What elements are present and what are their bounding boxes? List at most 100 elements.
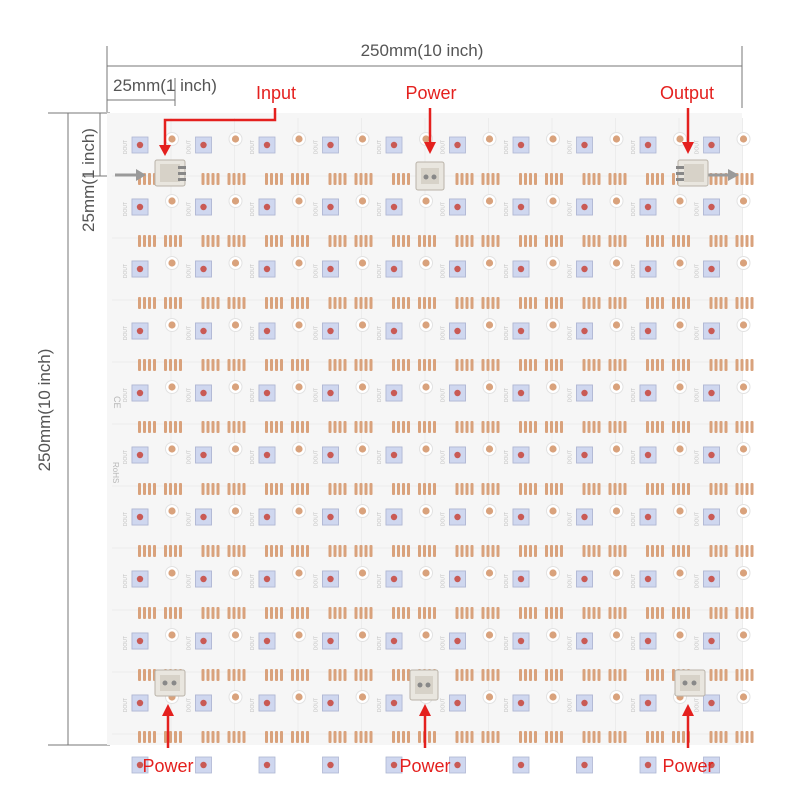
- silk-led-code: DOUT: [187, 574, 193, 588]
- silk-led-code: DOUT: [123, 326, 129, 340]
- silk-led-code: DOUT: [250, 512, 256, 526]
- silk-led-code: DOUT: [631, 388, 637, 402]
- copper-pad-cluster: [265, 235, 309, 247]
- via-pad: [609, 628, 624, 642]
- via-pad: [292, 566, 306, 580]
- rgb-led: [703, 570, 720, 588]
- via-pad: [736, 566, 751, 580]
- copper-pad-cluster: [582, 545, 627, 557]
- rgb-led: [639, 446, 657, 464]
- silk-led-code: DOUT: [187, 698, 193, 712]
- via-pad: [419, 256, 433, 270]
- copper-pad-cluster: [392, 607, 436, 619]
- copper-pad-cluster: [328, 545, 373, 557]
- via-pad: [165, 380, 179, 394]
- silk-led-code: DOUT: [568, 636, 574, 650]
- silk-led-code: DOUT: [441, 574, 447, 588]
- rgb-led: [322, 136, 339, 154]
- output-label: Output: [660, 83, 714, 103]
- rgb-led: [576, 694, 593, 712]
- via-pad: [228, 132, 243, 146]
- silk-led-code: DOUT: [504, 326, 510, 340]
- silk-led-code: DOUT: [441, 202, 447, 216]
- rgb-led: [703, 384, 720, 402]
- rgb-led: [322, 384, 339, 402]
- rgb-led: [195, 756, 212, 774]
- rgb-led: [449, 198, 466, 216]
- power-connector-bottom-center: [409, 669, 439, 701]
- copper-pad-cluster: [455, 173, 500, 185]
- via-pad: [292, 442, 306, 456]
- copper-pad-cluster: [455, 731, 500, 743]
- via-pad: [292, 318, 306, 332]
- copper-pad-cluster: [582, 235, 627, 247]
- copper-pad-cluster: [201, 607, 246, 619]
- via-pad: [673, 504, 687, 518]
- silk-led-code: DOUT: [568, 698, 574, 712]
- via-pad: [228, 690, 243, 704]
- silk-led-code: DOUT: [631, 202, 637, 216]
- via-pad: [165, 628, 179, 642]
- silk-led-code: DOUT: [314, 512, 320, 526]
- silk-led-code: DOUT: [187, 636, 193, 650]
- via-pad: [736, 194, 751, 208]
- silk-led-code: DOUT: [314, 326, 320, 340]
- via-pad: [165, 194, 179, 208]
- rgb-led: [195, 508, 212, 526]
- copper-pad-cluster: [455, 669, 500, 681]
- rgb-led: [131, 260, 149, 278]
- rgb-led: [512, 570, 530, 588]
- rgb-led: [258, 322, 276, 340]
- copper-pad-cluster: [709, 545, 754, 557]
- rgb-led: [639, 260, 657, 278]
- copper-pad-cluster: [201, 297, 246, 309]
- copper-pad-cluster: [646, 545, 690, 557]
- rgb-led: [195, 198, 212, 216]
- copper-pad-cluster: [328, 669, 373, 681]
- silk-led-code: DOUT: [631, 698, 637, 712]
- silk-led-code: DOUT: [504, 388, 510, 402]
- rgb-led: [703, 508, 720, 526]
- copper-pad-cluster: [138, 483, 182, 495]
- silk-led-code: DOUT: [568, 326, 574, 340]
- via-pad: [736, 504, 751, 518]
- silk-led-code: DOUT: [314, 636, 320, 650]
- via-pad: [673, 318, 687, 332]
- copper-pad-cluster: [328, 607, 373, 619]
- silk-led-code: DOUT: [187, 388, 193, 402]
- silk-led-code: DOUT: [631, 512, 637, 526]
- copper-pad-cluster: [265, 483, 309, 495]
- output-connector: [676, 159, 709, 187]
- rgb-led: [131, 694, 149, 712]
- silk-led-code: DOUT: [250, 202, 256, 216]
- rgb-led: [449, 260, 466, 278]
- via-pad: [546, 566, 560, 580]
- via-pad: [609, 380, 624, 394]
- via-pad: [228, 318, 243, 332]
- silk-led-code: DOUT: [504, 450, 510, 464]
- silk-led-code: DOUT: [377, 202, 383, 216]
- silk-led-code: DOUT: [187, 140, 193, 154]
- copper-pad-cluster: [455, 607, 500, 619]
- rgb-led: [258, 384, 276, 402]
- output-direction-arrow: [708, 169, 739, 181]
- silk-led-code: DOUT: [441, 698, 447, 712]
- rgb-led: [322, 198, 339, 216]
- silk-led-code: DOUT: [123, 264, 129, 278]
- copper-pad-cluster: [455, 235, 500, 247]
- copper-pad-cluster: [519, 545, 563, 557]
- silk-led-code: DOUT: [441, 140, 447, 154]
- rgb-led: [703, 632, 720, 650]
- silk-led-code: DOUT: [377, 698, 383, 712]
- silk-led-code: DOUT: [250, 326, 256, 340]
- via-pad: [673, 256, 687, 270]
- via-pad: [355, 442, 370, 456]
- rgb-led: [195, 384, 212, 402]
- via-pad: [482, 132, 497, 146]
- rgb-led: [576, 508, 593, 526]
- rgb-led: [258, 198, 276, 216]
- silk-led-code: DOUT: [377, 574, 383, 588]
- copper-pad-cluster: [519, 731, 563, 743]
- silk-led-code: DOUT: [314, 574, 320, 588]
- rgb-led: [576, 322, 593, 340]
